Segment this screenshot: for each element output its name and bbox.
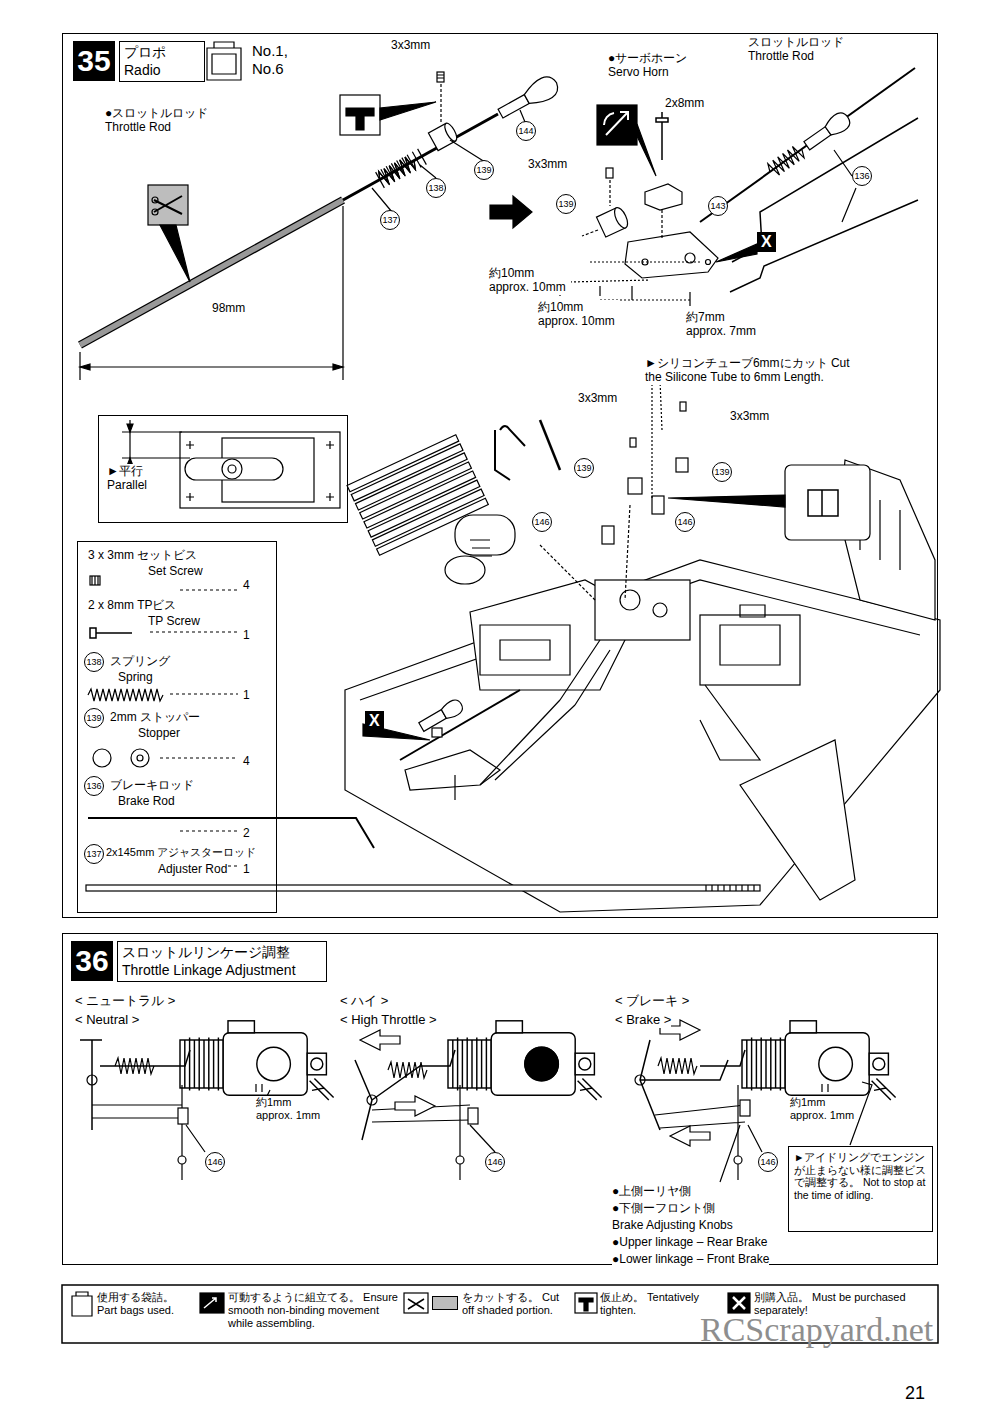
part-label: ●Upper linkage – Rear Brake [612, 1235, 767, 1249]
part-label: 3x3mm [391, 38, 430, 52]
part-label: ►平行 Parallel [107, 464, 169, 493]
part-label: スロットルロッド Throttle Rod [748, 35, 863, 64]
callout-number: 139 [574, 458, 594, 478]
step-number: 35 [73, 41, 115, 81]
part-label: 3x3mm [578, 391, 617, 405]
part-label: ►シリコンチューブ6mmにカット Cut the Silicone Tube t… [645, 356, 860, 385]
part-label: 約7mm approx. 7mm [686, 310, 764, 339]
part-label: Stopper [138, 726, 180, 740]
callout-number: 136 [84, 776, 104, 796]
part-label: 21 [905, 1383, 925, 1405]
callout-number: 138 [84, 652, 104, 672]
part-label: < ニュートラル > [75, 993, 175, 1009]
part-label: ブレーキロッド [110, 778, 194, 792]
part-label: 2 x 8mm TPビス [88, 598, 176, 612]
part-label: 3x3mm [528, 157, 567, 171]
callout-number: 139 [474, 160, 494, 180]
callout-number: 146 [675, 512, 695, 532]
part-label: TP Screw [148, 614, 200, 628]
part-label: ●下側ーフロント側 [612, 1201, 715, 1215]
legend-text: 別購入品。 Must be purchased separately! [754, 1291, 932, 1317]
part-label: 3 x 3mm セットビス [88, 548, 197, 562]
part-label: ●スロットルロッド Throttle Rod [105, 106, 220, 135]
part-label: ●上側ーリヤ側 [612, 1184, 691, 1198]
part-label: Spring [118, 670, 153, 684]
part-label: Brake Adjusting Knobs [612, 1218, 733, 1232]
callout-number: 146 [532, 512, 552, 532]
part-label: 約10mm approx. 10mm [489, 266, 571, 295]
part-label: 4 [243, 578, 250, 592]
callout-number: 146 [485, 1152, 505, 1172]
callout-number: 136 [852, 166, 872, 186]
step-panel: 35プロポ Radio 3 x 3mm セットビス Set Screw 4 2 x 8m… [62, 33, 938, 918]
part-label: < High Throttle > [340, 1012, 437, 1028]
part-label: ●サーボホーン Servo Horn [608, 51, 708, 80]
purchase-mark: X [365, 711, 384, 731]
part-label: < ハイ > [340, 993, 388, 1009]
note-box: ►アイドリングでエンジンが止まらない様に調整ビスで調整する。 Not to st… [788, 1146, 933, 1232]
part-label: 約10mm approx. 10mm [538, 300, 620, 329]
part-label: Brake Rod [118, 794, 175, 808]
callout-number: 139 [556, 194, 576, 214]
callout-number: 137 [380, 210, 400, 230]
legend-text: 仮止め。 Tentatively tighten. [600, 1291, 720, 1317]
callout-number: 138 [426, 178, 446, 198]
legend-text: 可動するように組立てる。 Ensure smooth non-binding m… [228, 1291, 398, 1331]
part-label: Set Screw [148, 564, 203, 578]
part-label: 4 [243, 754, 250, 768]
part-label: Adjuster Rod [158, 862, 227, 876]
part-label: 2x145mm アジャスターロッド [106, 846, 256, 859]
part-label: スプリング [110, 654, 170, 668]
part-label: 98mm [212, 301, 245, 315]
part-label: 2mm ストッパー [110, 710, 200, 724]
part-label: 3x3mm [730, 409, 769, 423]
part-label: 1 [243, 688, 250, 702]
part-label: < ブレーキ > [615, 993, 689, 1009]
callout-number: 144 [516, 121, 536, 141]
callout-number: 146 [205, 1152, 225, 1172]
part-label: 約1mm approx. 1mm [256, 1096, 324, 1122]
inset-box: ►平行 Parallel [98, 415, 348, 523]
part-label: < Brake > [615, 1012, 671, 1028]
part-label: < Neutral > [75, 1012, 139, 1028]
parts-list: 3 x 3mm セットビス Set Screw 4 2 x 8mm TPビス TP Sc… [77, 541, 277, 913]
part-label: 約1mm approx. 1mm [790, 1096, 858, 1122]
callout-number: 139 [84, 708, 104, 728]
purchase-mark: X [757, 232, 776, 252]
callout-number: 143 [708, 196, 728, 216]
part-label: 2 [243, 826, 250, 840]
legend-text: をカットする。 Cut off shaded portion. [462, 1291, 572, 1317]
step-number: 36 [71, 941, 113, 981]
callout-number: 137 [84, 844, 104, 864]
part-label: 2x8mm [665, 96, 704, 110]
step-title: プロポ Radio [119, 41, 205, 82]
part-label: ►アイドリングでエンジンが止まらない様に調整ビスで調整する。 Not to st… [794, 1151, 927, 1201]
callout-number: 139 [712, 462, 732, 482]
part-label: 1 [243, 628, 250, 642]
legend-text: 使用する袋詰。 Part bags used. [97, 1291, 197, 1317]
step-title: スロットルリンケージ調整 Throttle Linkage Adjustment [117, 941, 327, 982]
legend-swatch [432, 1296, 458, 1310]
callout-number: 146 [758, 1152, 778, 1172]
part-label: ●Lower linkage – Front Brake [612, 1252, 769, 1266]
part-label: No.1, No.6 [252, 42, 304, 78]
part-label: 1 [243, 862, 250, 876]
